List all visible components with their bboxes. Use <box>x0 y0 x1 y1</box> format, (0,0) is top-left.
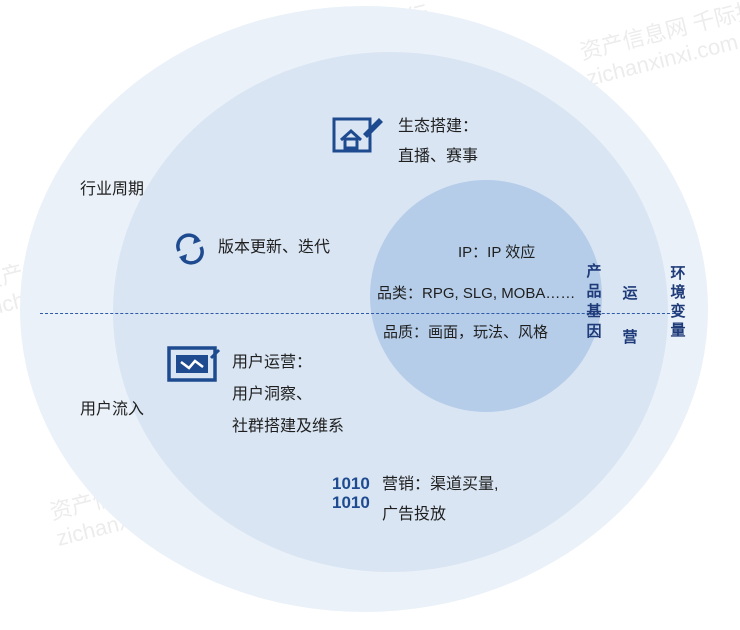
env-variables-label: 环境变量 <box>670 265 686 339</box>
ecosystem-house-icon <box>332 117 383 153</box>
operations-label: 运营 <box>622 285 638 346</box>
dashed-divider <box>40 313 680 314</box>
monitor-chart-icon <box>167 346 221 382</box>
user-inflow-label: 用户流入 <box>80 401 145 418</box>
inner-circle <box>370 180 602 412</box>
user-ops-line2: 用户洞察、 <box>232 386 313 403</box>
svg-text:1010: 1010 <box>332 493 370 512</box>
user-ops-line1: 用户运营： <box>232 354 313 371</box>
svg-text:1010: 1010 <box>332 474 370 493</box>
quality-label: 品质：画面，玩法、风格 <box>383 324 549 341</box>
ip-label: IP：IP 效应 <box>458 244 536 261</box>
refresh-icon <box>176 233 204 265</box>
product-gene-label: 产品基因 <box>586 263 602 340</box>
binary-code-icon: 1010 1010 <box>332 474 370 512</box>
version-update-label: 版本更新、迭代 <box>218 239 331 256</box>
marketing-line1: 营销：渠道买量, <box>382 476 499 493</box>
ecosystem-line2: 直播、赛事 <box>398 148 479 165</box>
marketing-line2: 广告投放 <box>382 506 447 523</box>
category-label: 品类：RPG, SLG, MOBA…… <box>377 285 576 302</box>
industry-cycle-label: 行业周期 <box>80 181 145 198</box>
user-ops-line3: 社群搭建及维系 <box>232 418 345 435</box>
ecosystem-line1: 生态搭建： <box>398 118 479 135</box>
